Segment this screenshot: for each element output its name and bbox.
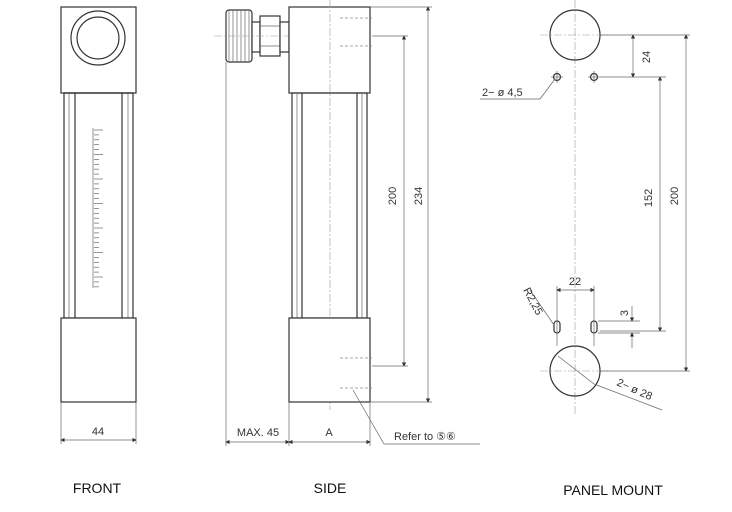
side-overall-height-dim: 234 [413,187,425,205]
panel-top-offset-dim: 24 [641,51,653,63]
side-view: 200 234 MAX. 45 A Refer to ⑤⑥ SIDE [214,0,480,496]
panel-slot-width-dim: 22 [569,276,581,288]
panel-radius-note: R2,25 [520,286,544,318]
front-width-dim: 44 [92,426,104,438]
panel-small-hole-note: 2− ø 4,5 [482,87,523,99]
panel-caption: PANEL MOUNT [563,482,663,498]
valve-body [279,21,290,53]
panel-slot-offset-dim: 3 [619,310,631,316]
panel-bottom-slots [553,286,598,346]
side-a-dim: A [325,427,333,439]
front-top-port-outer [70,10,126,66]
side-refer-note: Refer to ⑤⑥ [394,431,456,443]
valve-stem [251,21,261,53]
panel-overall-dim: 200 [669,187,681,205]
front-bottom-block [60,317,137,403]
side-tube [291,92,368,319]
side-bottom-block [288,317,371,403]
front-view: 44 FRONT [60,6,137,496]
panel-top-small-holes [551,71,600,83]
panel-hole-spacing-dim: 152 [643,189,655,207]
front-scale [94,129,103,288]
front-tube [63,92,134,319]
front-top-port-inner [76,16,120,60]
side-inner-height-dim: 200 [387,187,399,205]
front-caption: FRONT [73,480,122,496]
front-top-block [60,6,137,94]
side-caption: SIDE [314,480,347,496]
side-top-block [288,6,371,94]
panel-mount-view: 2− ø 4,5 24 152 200 22 3 R2,25 2− ø 28 P… [480,0,690,498]
side-max-dim: MAX. 45 [237,427,279,439]
